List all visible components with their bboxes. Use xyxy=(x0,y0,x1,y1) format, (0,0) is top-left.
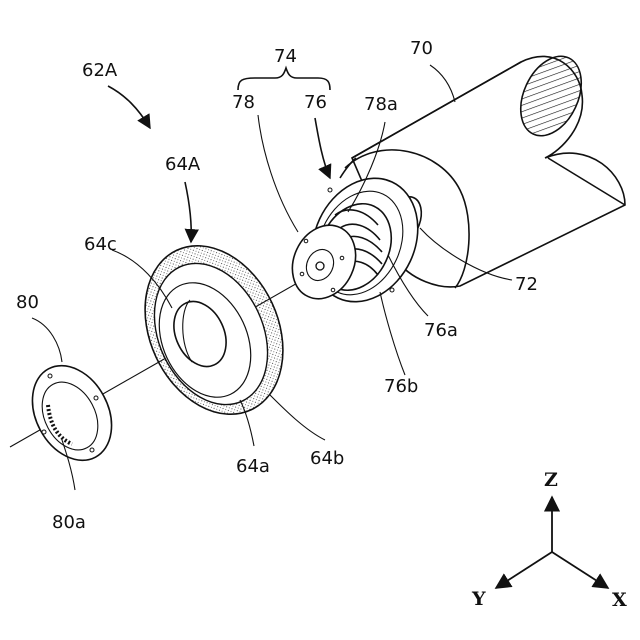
label-64a: 64a xyxy=(236,456,270,477)
label-64A: 64A xyxy=(165,154,201,175)
label-76b: 76b xyxy=(384,376,418,397)
label-80: 80 xyxy=(16,292,39,313)
label-76a: 76a xyxy=(424,320,458,341)
axis-label-x: X xyxy=(612,589,627,611)
label-62A: 62A xyxy=(82,60,118,81)
retaining-ring-80 xyxy=(17,352,128,474)
label-78: 78 xyxy=(232,92,255,113)
label-78a: 78a xyxy=(364,94,398,115)
label-74: 74 xyxy=(274,46,297,67)
label-70: 70 xyxy=(410,38,433,59)
axis-label-y: Y xyxy=(471,588,486,610)
label-80a: 80a xyxy=(52,512,86,533)
label-64c: 64c xyxy=(84,234,117,255)
label-72: 72 xyxy=(515,274,538,295)
axis-label-z: Z xyxy=(544,469,558,491)
label-64b: 64b xyxy=(310,448,344,469)
label-76: 76 xyxy=(304,92,327,113)
coordinate-axes: Z Y X xyxy=(471,469,627,611)
